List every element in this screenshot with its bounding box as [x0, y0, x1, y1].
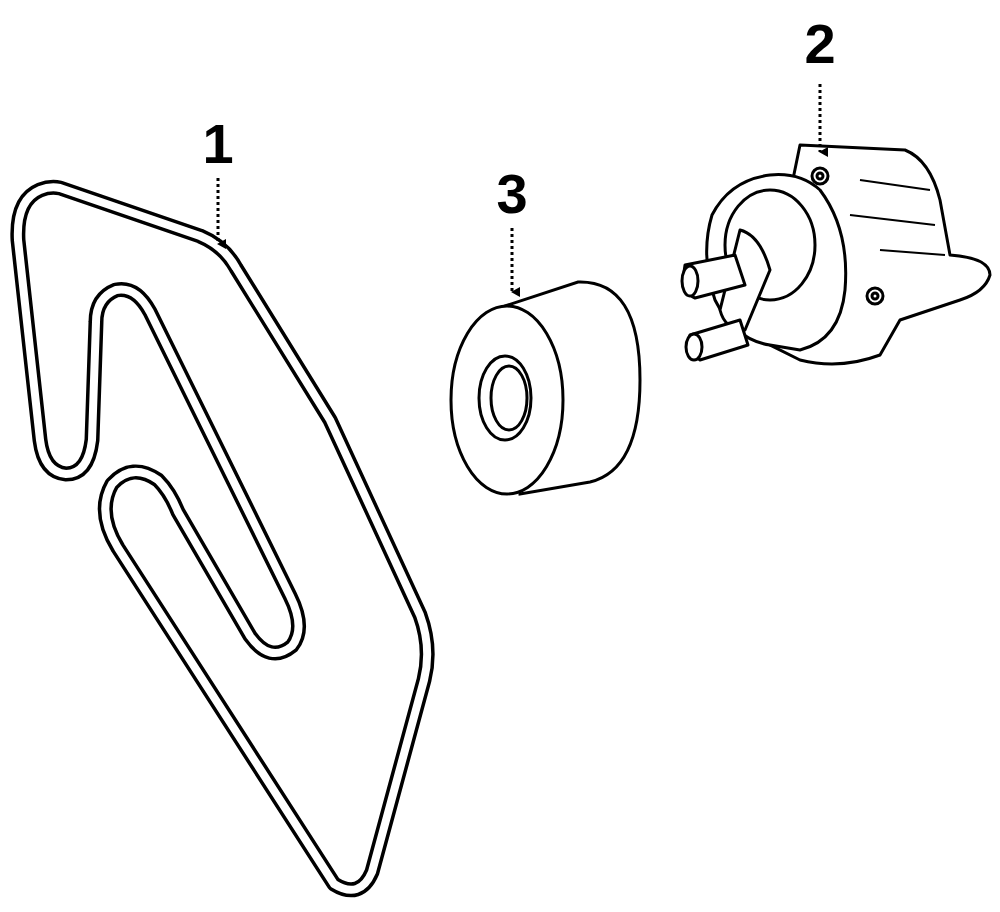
- leader-lines: [218, 84, 820, 292]
- leader-line: [511, 228, 514, 292]
- serpentine-belt: [18, 187, 427, 889]
- callout-number: 1: [202, 116, 233, 172]
- leader-line: [819, 84, 822, 152]
- callout-number: 2: [804, 16, 835, 72]
- leader-line: [217, 178, 220, 244]
- callout-number: 3: [496, 166, 527, 222]
- belt-tensioner: [682, 145, 990, 364]
- idler-pulley: [451, 282, 640, 494]
